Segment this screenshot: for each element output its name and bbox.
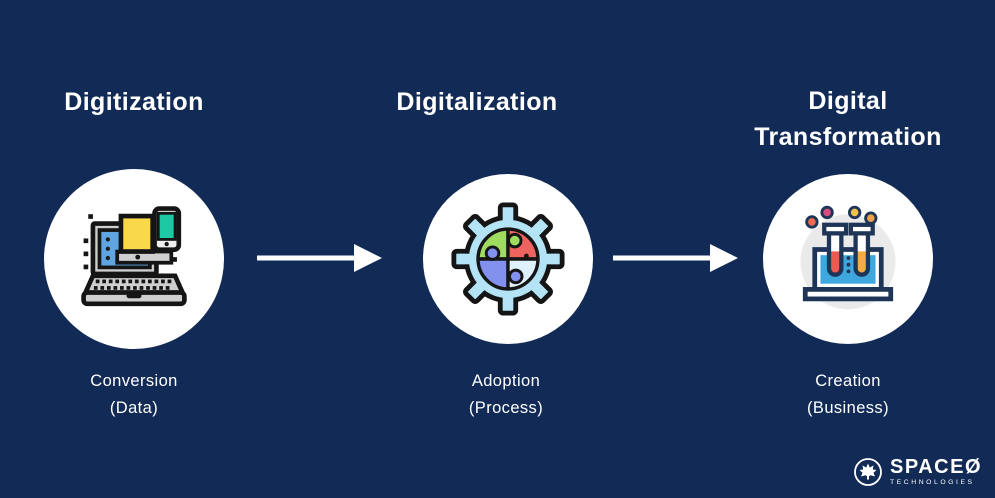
- caption-line: Adoption: [471, 372, 541, 390]
- caption-line: Conversion: [90, 372, 178, 390]
- caption-line: (Process): [468, 398, 544, 417]
- maple-leaf-icon: [854, 458, 882, 486]
- caption-digitalization: Adoption (Process): [469, 368, 543, 421]
- arrow-right-icon: [257, 244, 382, 272]
- arrow-right-icon: [613, 244, 738, 272]
- caption-digital-transformation: Creation (Business): [807, 368, 889, 421]
- laptop-devices-icon: [81, 206, 187, 307]
- caption-line: Creation: [815, 372, 881, 390]
- spaceo-logo: SPACEØ TECHNOLOGIES: [853, 457, 982, 487]
- logo-brand: SPACEØ: [890, 456, 982, 479]
- digitalization-circle: [423, 174, 593, 344]
- caption-digitization: Conversion (Data): [90, 368, 177, 421]
- digitization-circle: [44, 169, 224, 349]
- test-tubes-icon: [800, 205, 896, 310]
- logo-tagline: TECHNOLOGIES: [890, 479, 975, 487]
- digital-transformation-circle: [763, 174, 933, 344]
- title-digitization: Digitization: [64, 88, 204, 116]
- gear-puzzle-icon: [451, 202, 565, 316]
- title-digitalization: Digitalization: [396, 88, 558, 116]
- title-digital-transformation: Digital Transformation: [754, 87, 942, 151]
- caption-line: (Data): [109, 398, 159, 417]
- caption-line: (Business): [807, 398, 889, 417]
- logo-text: SPACEØ TECHNOLOGIES: [890, 457, 982, 487]
